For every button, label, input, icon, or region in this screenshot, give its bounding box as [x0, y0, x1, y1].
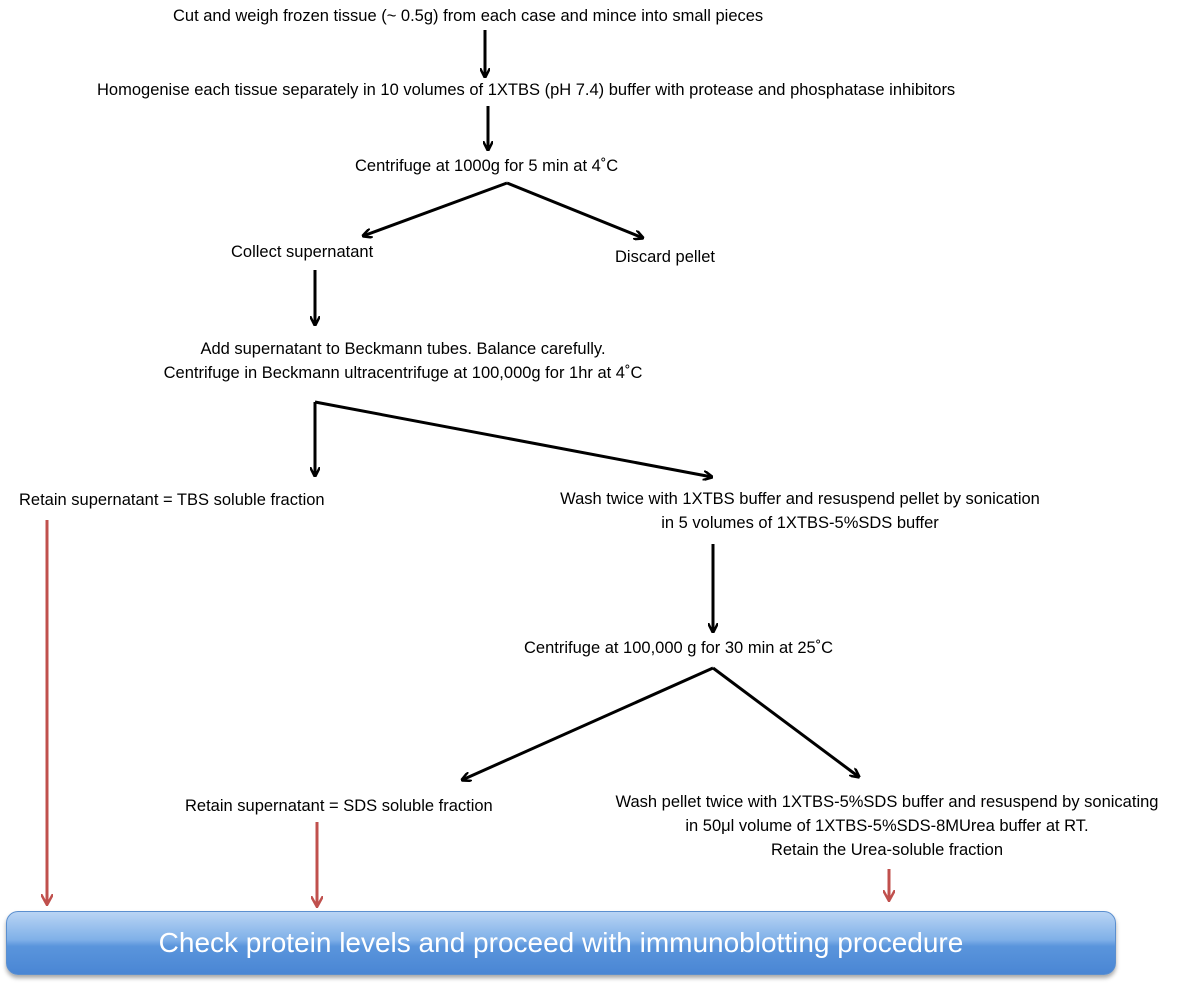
step-beckmann-line-1: Add supernatant to Beckmann tubes. Balan…: [200, 340, 606, 358]
step-collect-supernatant-text: Collect supernatant: [231, 243, 374, 261]
step-discard-pellet: Discard pellet: [615, 245, 715, 269]
step-collect-supernatant: Collect supernatant: [231, 240, 373, 264]
step-centrifuge-100000g-text: Centrifuge at 100,000 g for 30 min at 25…: [524, 639, 834, 657]
final-step-banner: Check protein levels and proceed with im…: [6, 911, 1116, 975]
step-centrifuge-1000g-text: Centrifuge at 1000g for 5 min at 4˚C: [355, 157, 619, 175]
arrow-to-wash2: [712, 666, 859, 777]
arrow-to-discard: [506, 181, 643, 238]
step-wash-2-line-2: in 50μl volume of 1XTBS-5%SDS-8MUrea buf…: [685, 817, 1089, 835]
step-wash-2-line-3: Retain the Urea-soluble fraction: [770, 841, 1004, 859]
final-step-text: Check protein levels and proceed with im…: [158, 927, 964, 958]
step-wash-1-line-2: in 5 volumes of 1XTBS-5%SDS buffer: [661, 514, 939, 532]
step-retain-sds: Retain supernatant = SDS soluble fractio…: [185, 794, 493, 818]
step-retain-tbs: Retain supernatant = TBS soluble fractio…: [19, 488, 325, 512]
step-wash-1: Wash twice with 1XTBS buffer and resuspe…: [520, 487, 1080, 535]
arrow-to-wash1: [314, 400, 712, 477]
step-centrifuge-1000g: Centrifuge at 1000g for 5 min at 4˚C: [355, 154, 618, 178]
step-beckmann: Add supernatant to Beckmann tubes. Balan…: [118, 337, 688, 385]
step-cut-weigh: Cut and weigh frozen tissue (~ 0.5g) fro…: [173, 4, 763, 28]
step-homogenise: Homogenise each tissue separately in 10 …: [97, 78, 955, 102]
arrow-to-collect: [363, 181, 508, 236]
step-discard-pellet-text: Discard pellet: [615, 248, 715, 266]
step-retain-tbs-text: Retain supernatant = TBS soluble fractio…: [19, 491, 325, 509]
step-wash-1-line-1: Wash twice with 1XTBS buffer and resuspe…: [560, 490, 1040, 508]
step-homogenise-text: Homogenise each tissue separately in 10 …: [97, 81, 956, 99]
arrow-to-retain-sds: [462, 666, 714, 780]
step-wash-2: Wash pellet twice with 1XTBS-5%SDS buffe…: [578, 790, 1196, 862]
step-wash-2-line-1: Wash pellet twice with 1XTBS-5%SDS buffe…: [615, 793, 1159, 811]
step-beckmann-line-2: Centrifuge in Beckmann ultracentrifuge a…: [163, 364, 643, 382]
step-centrifuge-100000g: Centrifuge at 100,000 g for 30 min at 25…: [524, 636, 833, 660]
step-cut-weigh-text: Cut and weigh frozen tissue (~ 0.5g) fro…: [173, 7, 764, 25]
step-retain-sds-text: Retain supernatant = SDS soluble fractio…: [185, 797, 493, 815]
